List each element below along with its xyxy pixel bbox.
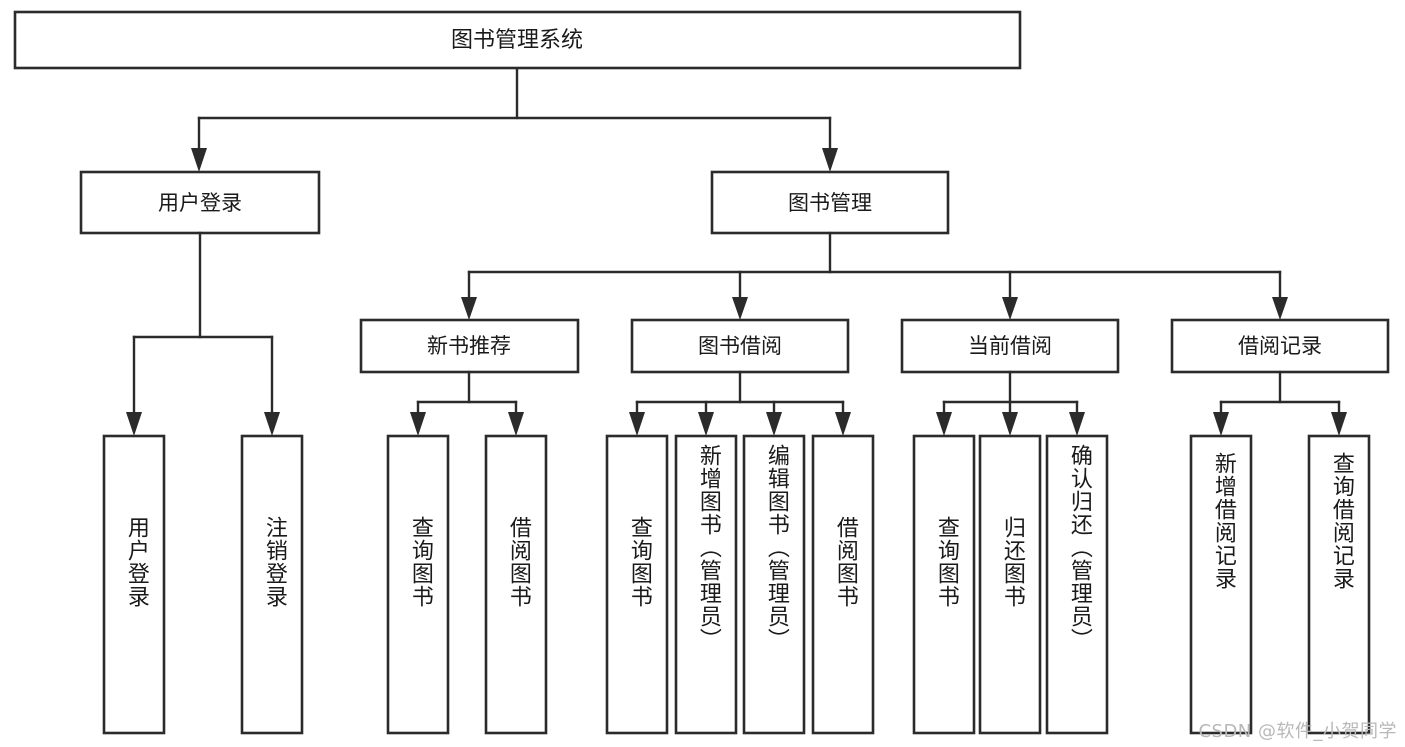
leaf-box-add-book[interactable] [674, 434, 738, 735]
leaf-box-logout[interactable] [240, 434, 304, 735]
connector-current-to-leaves [936, 370, 1085, 436]
node-bookmgmt-label: 图书管理 [788, 191, 872, 215]
node-root[interactable]: 图书管理系统 [13, 10, 1022, 70]
leaf-box-edit-book[interactable] [742, 434, 806, 735]
leaf-box-query-book-2[interactable] [605, 434, 669, 735]
node-record[interactable]: 借阅记录 [1170, 318, 1390, 374]
leaf-box-query-book-3[interactable] [912, 434, 976, 735]
node-newbook[interactable]: 新书推荐 [359, 318, 580, 374]
node-login[interactable]: 用户登录 [79, 170, 321, 235]
leaf-box-return-book[interactable] [978, 434, 1042, 735]
leaf-box-query-book-1[interactable] [386, 434, 450, 735]
node-login-label: 用户登录 [158, 191, 242, 215]
node-record-label: 借阅记录 [1238, 334, 1322, 358]
connector-root-to-level2 [191, 66, 838, 172]
node-borrow-label: 图书借阅 [698, 334, 782, 358]
node-current-label: 当前借阅 [968, 334, 1052, 358]
csdn-watermark: CSDN @软件_小贺同学 [1198, 721, 1397, 742]
connector-newbook-to-leaves [410, 370, 524, 436]
connector-borrow-to-leaves [629, 370, 851, 436]
node-bookmgmt[interactable]: 图书管理 [710, 170, 950, 235]
connector-bookmgmt-to-level3 [461, 231, 1288, 320]
node-newbook-label: 新书推荐 [427, 334, 511, 358]
leaf-box-user-login[interactable] [102, 434, 166, 735]
leaf-box-query-record[interactable] [1307, 434, 1371, 735]
connector-login-to-leaves [126, 231, 280, 436]
connector-record-to-leaves [1213, 370, 1347, 436]
node-current[interactable]: 当前借阅 [900, 318, 1120, 374]
leaf-box-confirm-return[interactable] [1045, 434, 1109, 735]
node-root-label: 图书管理系统 [451, 28, 583, 53]
leaf-box-add-record[interactable] [1189, 434, 1253, 735]
node-borrow[interactable]: 图书借阅 [630, 318, 850, 374]
leaf-box-borrow-book-1[interactable] [484, 434, 548, 735]
leaf-box-borrow-book-2[interactable] [811, 434, 875, 735]
